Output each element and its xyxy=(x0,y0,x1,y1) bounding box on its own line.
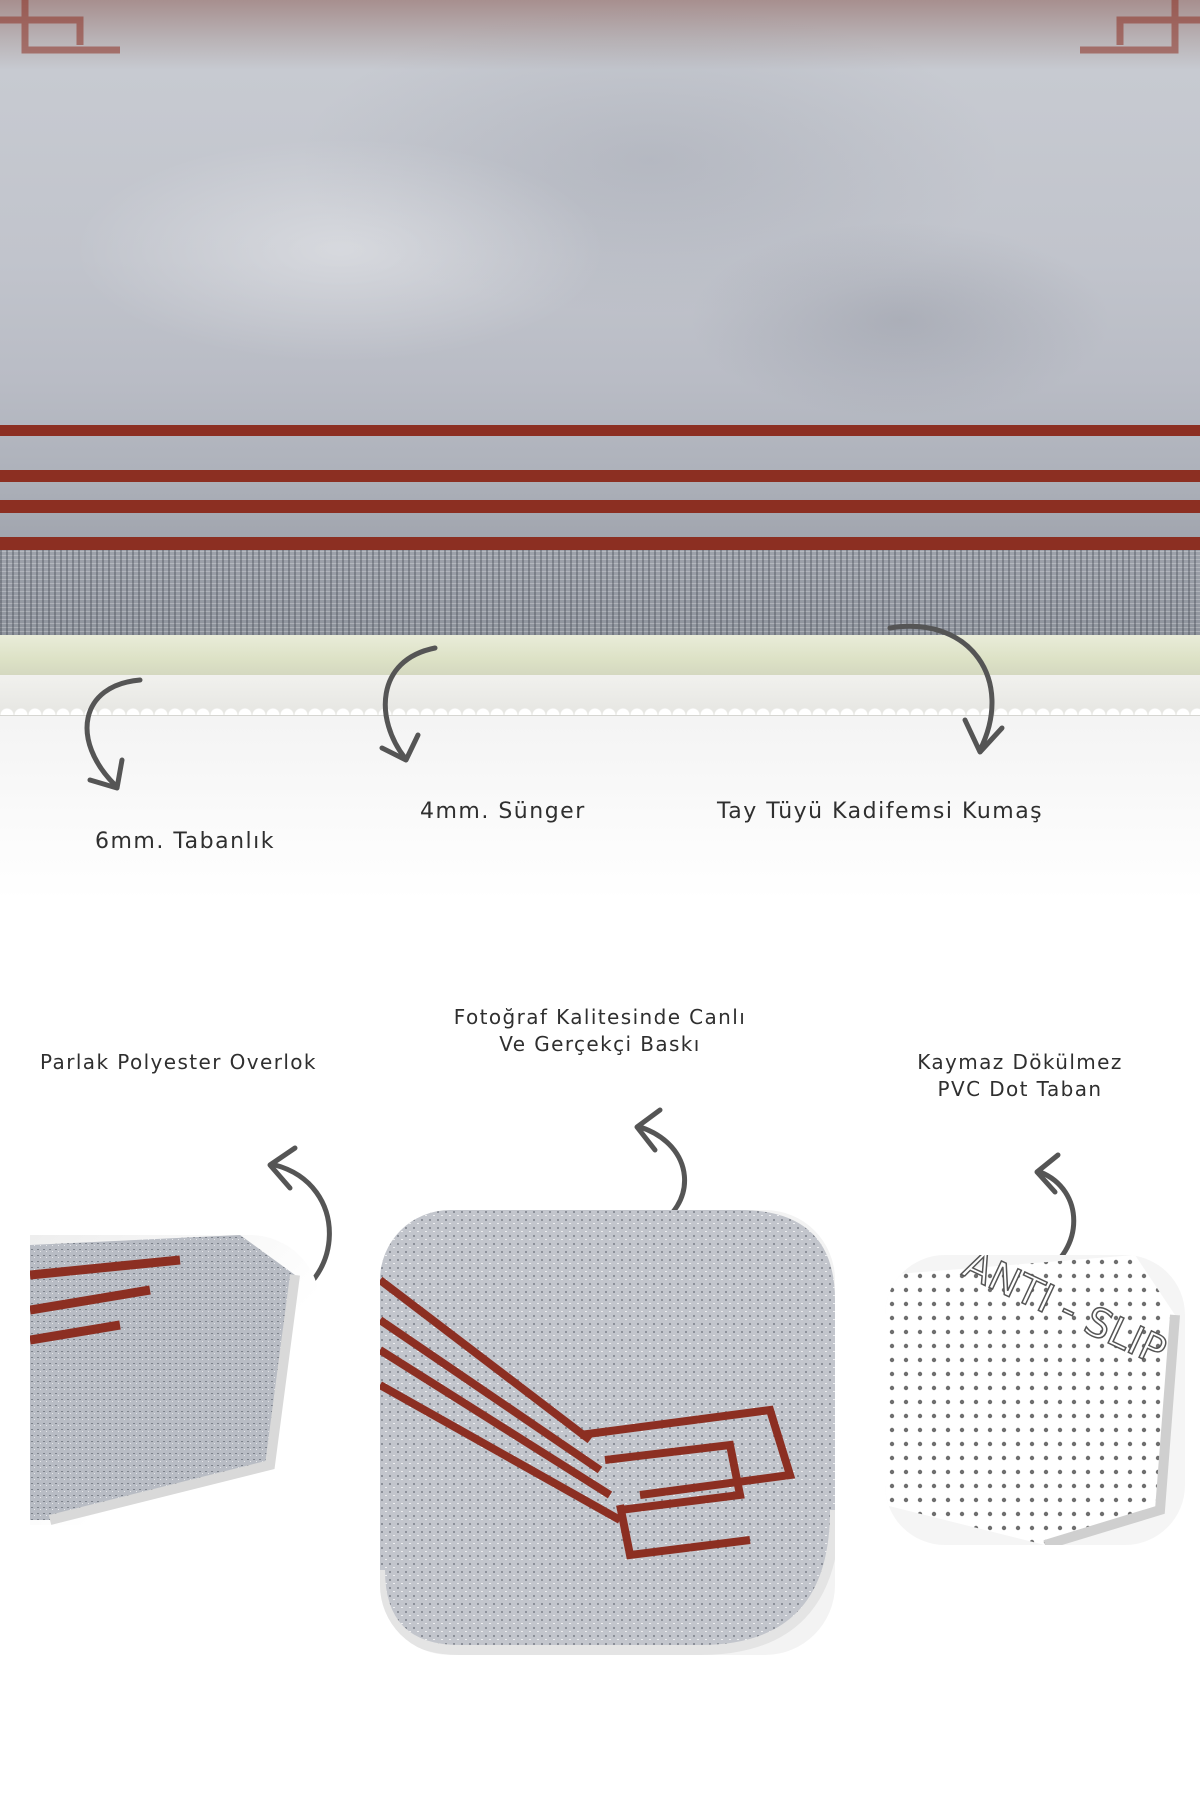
label-foam-layer: 4mm. Sünger xyxy=(420,799,586,824)
label-fabric-layer: Tay Tüyü Kadifemsi Kumaş xyxy=(717,799,1044,824)
rug-surface xyxy=(0,0,1200,635)
label-anti-slip-base: Kaymaz Dökülmez PVC Dot Taban xyxy=(860,1049,1180,1103)
label-base-line-2: PVC Dot Taban xyxy=(937,1077,1103,1101)
rug-edge-texture xyxy=(0,550,1200,635)
label-overlock: Parlak Polyester Overlok xyxy=(40,1050,317,1074)
foam-layer xyxy=(0,635,1200,675)
curved-arrow-icon xyxy=(379,645,438,763)
anti-slip-detail-image: ANTI - SLIP xyxy=(885,1255,1185,1545)
corner-motif-left xyxy=(0,0,120,54)
label-print-line-1: Fotoğraf Kalitesinde Canlı xyxy=(453,1005,747,1029)
rug-corner-print xyxy=(380,1210,835,1655)
label-print-line-2: Ve Gerçekçi Baskı xyxy=(499,1032,701,1056)
label-base-layer: 6mm. Tabanlık xyxy=(95,829,275,854)
corner-motif-right xyxy=(1080,0,1200,54)
curved-arrow-icon xyxy=(887,623,1005,755)
base-layer xyxy=(0,675,1200,716)
border-stripe xyxy=(0,470,1200,482)
rug-cross-section: 6mm. Tabanlık 4mm. Sünger Tay Tüyü Kadif… xyxy=(0,0,1200,900)
curved-arrow-icon xyxy=(84,677,143,791)
overlock-detail-image xyxy=(30,1235,320,1525)
border-stripe xyxy=(0,425,1200,436)
label-print-quality: Fotoğraf Kalitesinde Canlı Ve Gerçekçi B… xyxy=(400,1004,800,1058)
print-quality-detail-image xyxy=(380,1210,835,1655)
rug-corner-fold xyxy=(30,1235,300,1525)
border-stripe xyxy=(0,500,1200,513)
border-stripe xyxy=(0,537,1200,551)
pvc-dot-base: ANTI - SLIP xyxy=(885,1255,1180,1545)
label-base-line-1: Kaymaz Dökülmez xyxy=(917,1050,1123,1074)
